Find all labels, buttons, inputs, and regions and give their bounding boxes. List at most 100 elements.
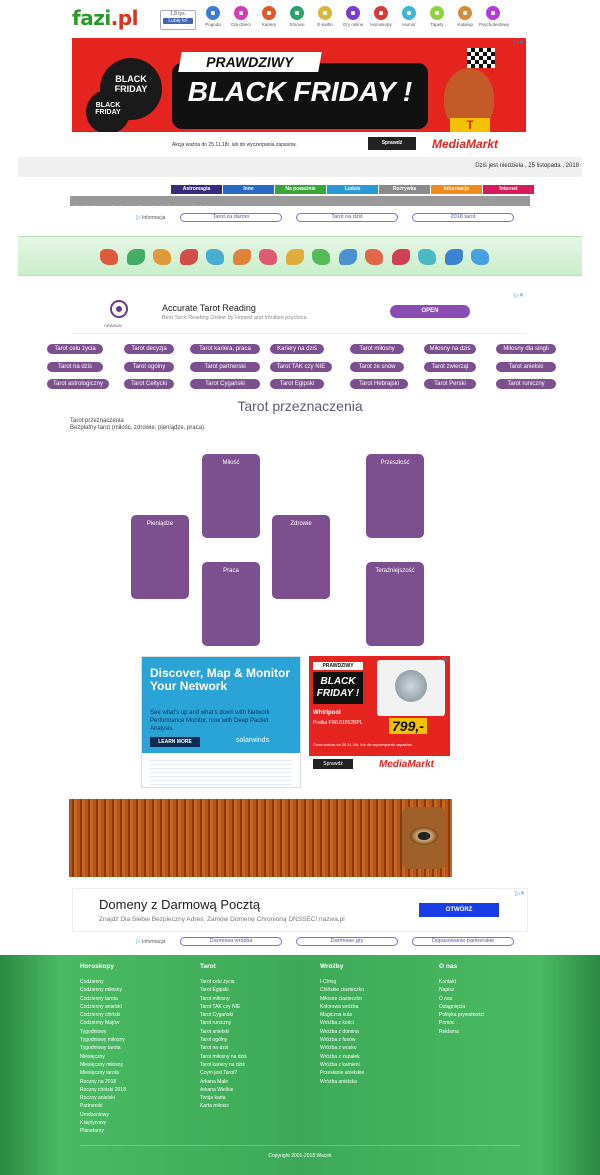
wood-eye-banner[interactable] bbox=[69, 799, 452, 877]
zodiac-sign-icon[interactable] bbox=[285, 249, 304, 265]
domain-ad-open-button[interactable]: OTWÓRZ bbox=[419, 903, 499, 917]
footer-link[interactable]: Tarot miłosny na dziś bbox=[200, 1053, 247, 1060]
tarot-link-tarot-ogolny[interactable]: Tarot ogólny bbox=[124, 362, 174, 372]
card-milosc[interactable]: Miłość bbox=[202, 454, 260, 538]
tarot-reading-ad[interactable]: ▷✕ ORANUM Accurate Tarot Reading Best Ta… bbox=[72, 291, 526, 334]
nav-item-smoosi[interactable]: Smoosi bbox=[283, 6, 311, 27]
zodiac-sign-icon[interactable] bbox=[206, 249, 224, 265]
tab-inne[interactable]: Inne bbox=[223, 185, 274, 194]
adchoices-icon[interactable]: ▷✕ bbox=[514, 40, 524, 46]
footer-link[interactable]: Miesięczny tarota bbox=[80, 1070, 119, 1077]
zodiac-sign-icon[interactable] bbox=[259, 249, 277, 265]
footer-link[interactable]: Urodzeniowy bbox=[80, 1111, 109, 1118]
footer-link[interactable]: Czym jest Tarot? bbox=[200, 1070, 238, 1077]
footer-link[interactable]: Tarot ogólny bbox=[200, 1037, 228, 1044]
tarot-link-tarot-milosny[interactable]: Tarot miłosny bbox=[350, 344, 404, 354]
zodiac-sign-icon[interactable] bbox=[312, 249, 330, 265]
footer-link[interactable]: O nas bbox=[439, 995, 453, 1002]
footer-link[interactable]: Miłosne ciasteczko bbox=[320, 995, 362, 1002]
footer-link[interactable]: Polityka prywatności bbox=[439, 1012, 485, 1019]
nav-item-dla-dzieci[interactable]: Dla dzieci bbox=[227, 6, 255, 27]
tarot-link-tarot-decyzja[interactable]: Tarot decyzja bbox=[124, 344, 174, 354]
tarot-link-tarot-astrologiczny[interactable]: Tarot astrologiczny bbox=[47, 379, 109, 389]
site-logo[interactable]: fazi.pl bbox=[72, 6, 138, 30]
tarot-link-tarot-runiczny[interactable]: Tarot runiczny bbox=[496, 379, 556, 389]
info-link-tarot-za-darmo[interactable]: Tarot za darmo bbox=[180, 213, 282, 222]
footer-link[interactable]: Tygodniowy miłosny bbox=[80, 1037, 125, 1044]
footer-link[interactable]: Magiczna kula bbox=[320, 1012, 352, 1019]
card-przeszlosc[interactable]: Przeszłość bbox=[366, 454, 424, 538]
footer-link[interactable]: Tarot anielski bbox=[200, 1028, 230, 1035]
tarot-link-kariery-na-dzis[interactable]: Kariery na dziś bbox=[270, 344, 324, 354]
footer-link[interactable]: Reklama bbox=[439, 1028, 459, 1035]
black-friday-ad[interactable]: ▷✕ BLACK FRIDAY BLACK FRIDAY PRAWDZIWY B… bbox=[72, 38, 526, 154]
tarot-link-tarot-partnerski[interactable]: Tarot partnerski bbox=[190, 362, 260, 372]
like-button[interactable]: Lubię to! bbox=[163, 18, 193, 24]
footer-link[interactable]: I-Ching bbox=[320, 979, 337, 985]
footer-link[interactable]: Kolorowa wróżba bbox=[320, 1003, 359, 1010]
nav-item-tapety[interactable]: Tapety bbox=[423, 6, 451, 27]
footer-link[interactable]: Napisz bbox=[439, 987, 455, 994]
footer-link[interactable]: Tarot runiczny bbox=[200, 1020, 232, 1027]
footer-link[interactable]: Codzienny Majów bbox=[80, 1020, 120, 1027]
footer-link[interactable]: Miesięczny bbox=[80, 1053, 105, 1060]
tab-rozrywka[interactable]: Rozrywka bbox=[379, 185, 430, 194]
footer-link[interactable]: Karta miłości bbox=[200, 1103, 229, 1110]
tab-internet[interactable]: Internet bbox=[483, 185, 534, 194]
adchoices-icon[interactable]: ▷✕ bbox=[514, 293, 524, 299]
adchoices-icon[interactable]: ▷✕ bbox=[515, 891, 525, 897]
footer-link[interactable]: Codzienny miłosny bbox=[80, 987, 122, 994]
footer-link[interactable]: Codzienny chiński bbox=[80, 1012, 121, 1019]
zodiac-sign-icon[interactable] bbox=[100, 249, 118, 265]
zodiac-sign-icon[interactable] bbox=[232, 249, 251, 265]
footer-link[interactable]: Codzienny anielski bbox=[80, 1003, 122, 1010]
footer-link[interactable]: Roczny anielski bbox=[80, 1095, 115, 1102]
footer-link[interactable]: Tarot celu życia bbox=[200, 979, 235, 985]
zodiac-sign-icon[interactable] bbox=[126, 249, 145, 265]
footer-link[interactable]: Kontakt bbox=[439, 979, 456, 985]
tarot-link-tarot-tak-czy-nie[interactable]: Tarot TAK czy NIE bbox=[270, 362, 332, 372]
sub-links[interactable]: Dla Dzieci | Gry online | Humor | Krzyżó… bbox=[72, 205, 223, 210]
tarot-link-tarot-perski[interactable]: Tarot Perski bbox=[424, 379, 476, 389]
info-link-darmowa-wrozba[interactable]: Darmowa wróżba bbox=[180, 937, 282, 946]
footer-link[interactable]: Twoja karta bbox=[200, 1095, 226, 1102]
nav-item-pogoda[interactable]: Pogoda bbox=[199, 6, 227, 27]
zodiac-sign-icon[interactable] bbox=[418, 249, 436, 265]
info-link-darmowe-gry[interactable]: Darmowe gry bbox=[296, 937, 398, 946]
footer-link[interactable]: Wróżba z domina bbox=[320, 1028, 359, 1035]
footer-link[interactable]: Chińskie ciasteczko bbox=[320, 987, 364, 994]
zodiac-sign-icon[interactable] bbox=[153, 249, 171, 265]
footer-link[interactable]: Planetarny bbox=[80, 1128, 104, 1135]
footer-link[interactable]: Tygodniowy tarota bbox=[80, 1045, 121, 1052]
footer-link[interactable]: Wróżba anielska bbox=[320, 1078, 357, 1085]
tarot-link-tarot-celu-zycia[interactable]: Tarot celu życia bbox=[47, 344, 103, 354]
tarot-link-tarot-na-dzis[interactable]: Tarot na dziś bbox=[47, 362, 103, 372]
tarot-link-tarot-hebrajski[interactable]: Tarot Hebrajski bbox=[350, 379, 408, 389]
footer-link[interactable]: Wróżba z zapałek bbox=[320, 1053, 360, 1060]
footer-link[interactable]: Tarot Egipski bbox=[200, 987, 229, 994]
zodiac-sign-icon[interactable] bbox=[338, 249, 357, 265]
footer-link[interactable]: Tarot kariery na dziś bbox=[200, 1061, 245, 1068]
domain-ad[interactable]: ▷✕ Domeny z Darmową Pocztą Znajdź Dla Si… bbox=[72, 888, 528, 932]
tarot-link-tarot-celtycki[interactable]: Tarot Celtycki bbox=[124, 379, 174, 389]
tab-informacje[interactable]: Informacje bbox=[431, 185, 482, 194]
footer-link[interactable]: Tarot TAK czy NIE bbox=[200, 1003, 241, 1010]
footer-link[interactable]: Tarot miłosny bbox=[200, 995, 230, 1002]
footer-link[interactable]: Wróżba z fusów bbox=[320, 1037, 356, 1044]
info-link-2018-tarot[interactable]: 2018 tarot bbox=[412, 213, 514, 222]
footer-link[interactable]: Roczny chiński 2018 bbox=[80, 1086, 126, 1093]
footer-link[interactable]: Tarot Cygański bbox=[200, 1012, 234, 1019]
tarot-link-tarot-cyganski[interactable]: Tarot Cygański bbox=[190, 379, 260, 389]
ad-sprawdz-button[interactable]: Sprawdź bbox=[368, 137, 416, 150]
tab-na-powaznie[interactable]: Na poważnie bbox=[275, 185, 326, 194]
zodiac-banner[interactable] bbox=[18, 236, 582, 276]
card-praca[interactable]: Praca bbox=[202, 562, 260, 646]
tarot-link-tarot-anielski[interactable]: Tarot anielski bbox=[496, 362, 556, 372]
footer-link[interactable]: Księżycowy bbox=[80, 1120, 107, 1127]
tab-astromagia[interactable]: Astromagia bbox=[171, 185, 222, 194]
nav-item-katalog[interactable]: Katalog bbox=[451, 6, 479, 27]
mediamarkt-washer-ad[interactable]: ▷✕ PRAWDZIWY BLACK FRIDAY ! Whirlpool Pr… bbox=[309, 656, 450, 773]
footer-link[interactable]: Wróżba z kości bbox=[320, 1020, 354, 1027]
nav-item-humor[interactable]: Humor bbox=[395, 6, 423, 27]
footer-link[interactable]: Roczny na 2018 bbox=[80, 1078, 117, 1085]
